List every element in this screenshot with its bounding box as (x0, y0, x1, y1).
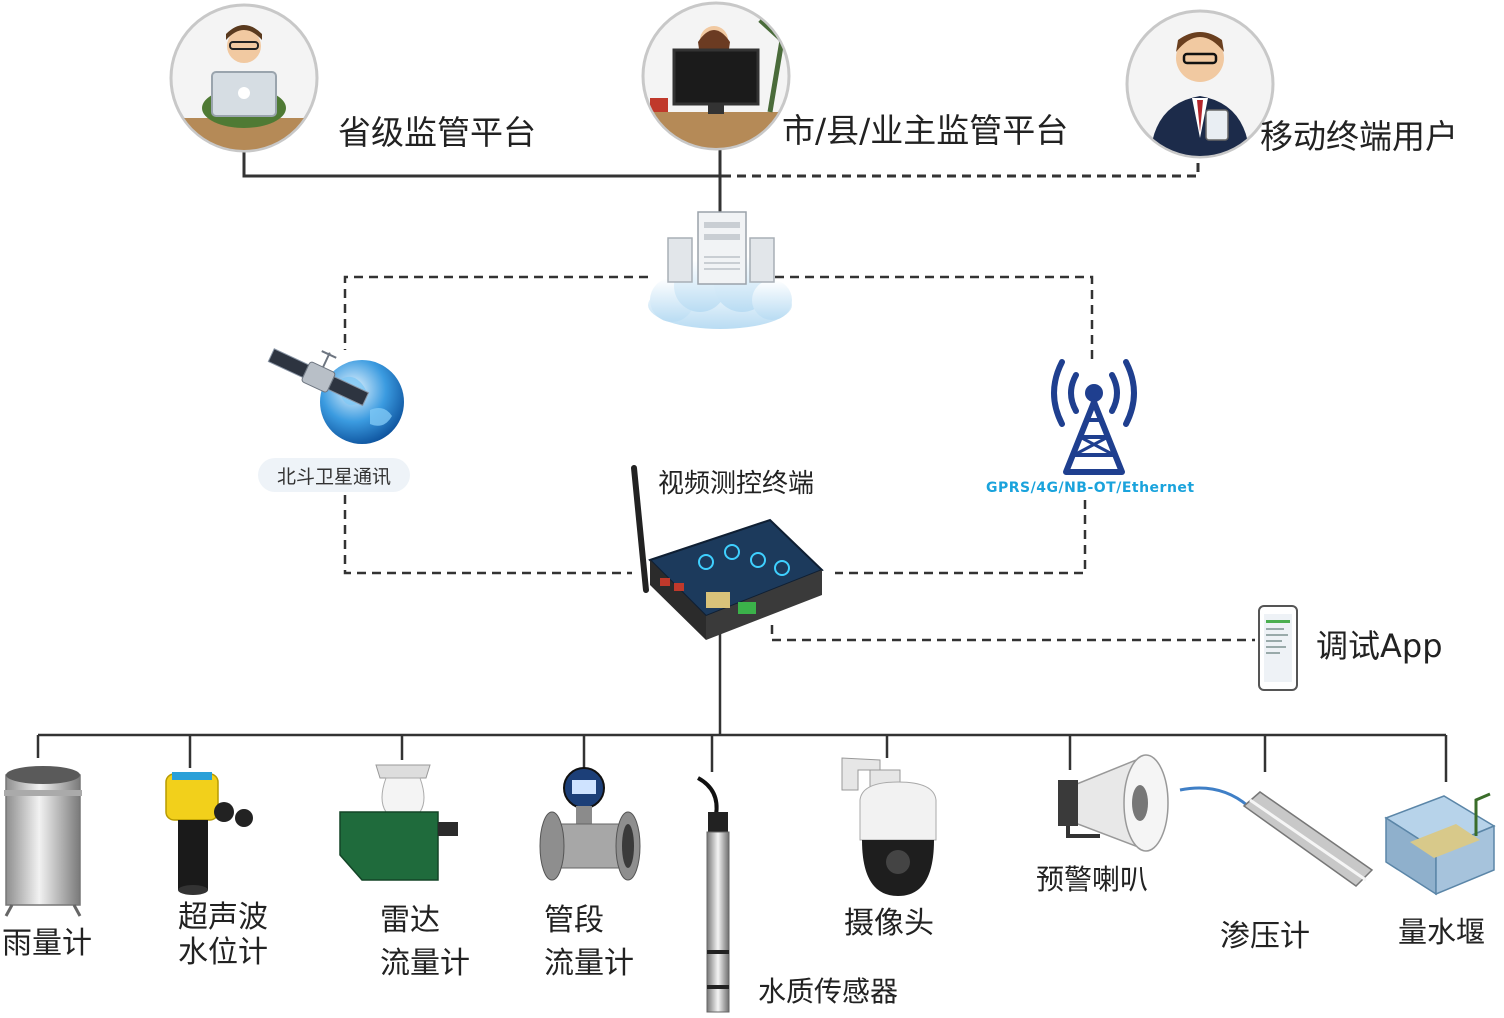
piezometer-icon (1179, 786, 1374, 887)
rain-gauge-icon (4, 766, 82, 917)
debug-app-label: 调试App (1316, 627, 1443, 665)
mobile-link (722, 156, 1200, 178)
network-comm-label: GPRS/4G/NB-OT/Ethernet (986, 480, 1195, 496)
pipe-flow-meter-icon (539, 767, 641, 881)
ultrasonic-label-line1: 超声波 (178, 900, 268, 935)
radar-flow-meter-icon (339, 764, 458, 881)
camera-label: 摄像头 (844, 906, 934, 941)
warning-speaker-icon (1058, 754, 1169, 852)
mobile-user-avatar (1125, 9, 1275, 159)
device-bus (36, 618, 1448, 782)
satellite-globe-icon (267, 348, 404, 444)
city-platform-label: 市/县/业主监管平台 (782, 111, 1069, 150)
provincial-platform-avatar (169, 3, 319, 153)
satellite-to-terminal-link (343, 495, 632, 575)
video-terminal-device (631, 465, 824, 640)
platform-links (242, 148, 1200, 212)
cloud-to-network-link (775, 275, 1094, 365)
water-quality-sensor-icon (696, 776, 730, 1013)
pipe-label-line1: 管段 (544, 903, 604, 938)
radar-label-line1: 雷达 (380, 903, 440, 938)
radar-label-line2: 流量计 (380, 946, 470, 981)
water-quality-label: 水质传感器 (758, 975, 899, 1008)
pipe-label-line2: 流量计 (544, 946, 634, 981)
piezometer-label: 渗压计 (1220, 919, 1310, 954)
mobile-user-label: 移动终端用户 (1260, 117, 1458, 156)
provincial-platform-label: 省级监管平台 (338, 113, 536, 152)
weir-label: 量水堰 (1398, 915, 1486, 949)
cell-tower-icon (1051, 359, 1137, 475)
city-platform-avatar (641, 1, 791, 151)
cloud-to-satellite-link (343, 275, 648, 350)
terminal-to-app-link (770, 625, 1255, 642)
terminal-label: 视频测控终端 (658, 469, 815, 499)
rain-gauge-label: 雨量计 (2, 926, 92, 961)
ultrasonic-level-meter-icon (165, 772, 253, 895)
cloud-server-icon (648, 211, 792, 329)
measuring-weir-icon (1384, 792, 1496, 896)
speaker-label: 预警喇叭 (1036, 863, 1149, 896)
debug-app-phone-icon (1258, 605, 1298, 691)
provincial-link (242, 150, 722, 178)
network-to-terminal-link (835, 500, 1087, 575)
ultrasonic-label-line2: 水位计 (178, 935, 268, 970)
satellite-comm-label: 北斗卫星通讯 (258, 458, 410, 492)
camera-icon (841, 757, 937, 896)
comm-links (343, 275, 1255, 642)
